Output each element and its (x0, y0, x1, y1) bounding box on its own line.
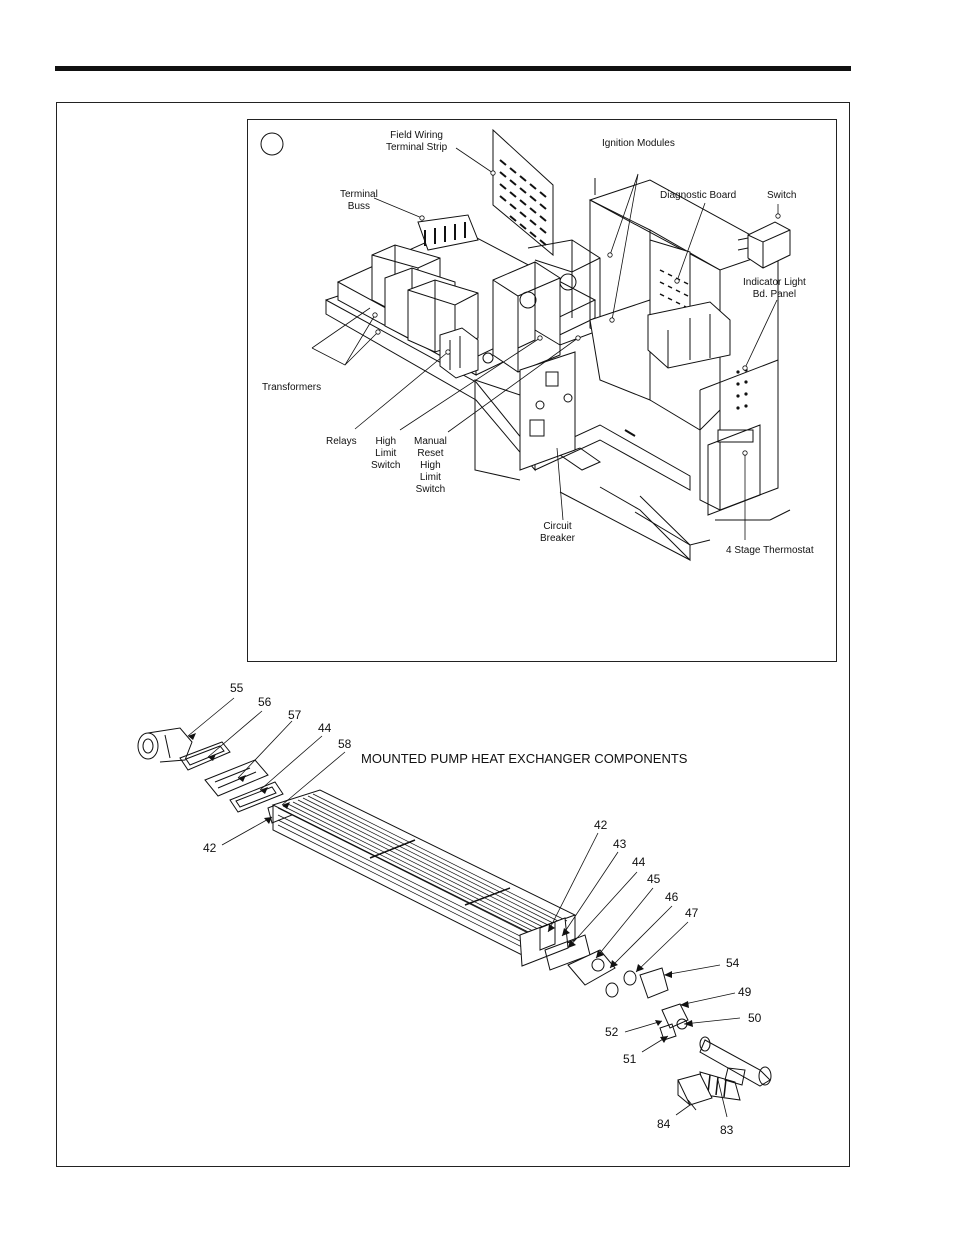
label-line: Indicator Light (743, 277, 806, 288)
label-line: Bd. Panel (752, 289, 797, 300)
part-number-42: 42 (203, 841, 217, 855)
label-ignition-modules: Ignition Modules (602, 138, 675, 149)
label-transformers: Transformers (262, 382, 322, 393)
part-number-56: 56 (258, 695, 272, 709)
label-line: Switch (415, 484, 446, 495)
label-line: Switch (371, 460, 401, 471)
label-line: Circuit (543, 521, 572, 532)
part-number-83: 83 (720, 1123, 734, 1137)
label-diagnostic-board: Diagnostic Board (660, 190, 737, 201)
label-switch: Switch (767, 190, 797, 201)
label-line: Breaker (540, 533, 576, 544)
label-line: Buss (347, 201, 371, 212)
label-line: Field Wiring (390, 130, 443, 141)
label-indicator-light-panel: Indicator Light Bd. Panel (743, 277, 806, 301)
label-manual-reset-high-limit-switch: Manual Reset High Limit Switch (414, 436, 447, 496)
part-number-58: 58 (338, 737, 352, 751)
part-number-84: 84 (657, 1117, 671, 1131)
part-number-54: 54 (726, 956, 740, 970)
part-number-43: 43 (613, 837, 627, 851)
part-number-44: 44 (632, 855, 646, 869)
top-rule (55, 66, 851, 71)
label-line: Terminal (340, 189, 378, 200)
label-field-wiring-terminal-strip: Field Wiring Terminal Strip (386, 130, 447, 154)
part-number-55: 55 (230, 681, 244, 695)
label-4-stage-thermostat: 4 Stage Thermostat (726, 545, 814, 556)
label-line: Terminal Strip (386, 142, 448, 153)
part-number-45: 45 (647, 872, 661, 886)
control-panel-inset-frame (247, 119, 837, 662)
label-line: Limit (375, 448, 397, 459)
heat-exchanger-title: MOUNTED PUMP HEAT EXCHANGER COMPONENTS (361, 751, 688, 766)
label-line: Reset (417, 448, 444, 459)
part-number-50: 50 (748, 1011, 762, 1025)
label-terminal-buss: Terminal Buss (340, 189, 378, 213)
part-number-51: 51 (623, 1052, 637, 1066)
part-number-52: 52 (605, 1025, 619, 1039)
part-number-49: 49 (738, 985, 752, 999)
part-number-42: 42 (594, 818, 608, 832)
label-line: High (375, 436, 397, 447)
label-line: Limit (419, 472, 441, 483)
label-circuit-breaker: Circuit Breaker (540, 521, 575, 545)
label-line: Manual (414, 436, 447, 447)
label-high-limit-switch: High Limit Switch (371, 436, 400, 472)
part-number-47: 47 (685, 906, 699, 920)
part-number-57: 57 (288, 708, 302, 722)
part-number-46: 46 (665, 890, 679, 904)
part-number-44: 44 (318, 721, 332, 735)
label-line: High (420, 460, 441, 471)
figure-frame (56, 102, 850, 1167)
callout-circle (260, 132, 284, 156)
label-relays: Relays (326, 436, 357, 447)
